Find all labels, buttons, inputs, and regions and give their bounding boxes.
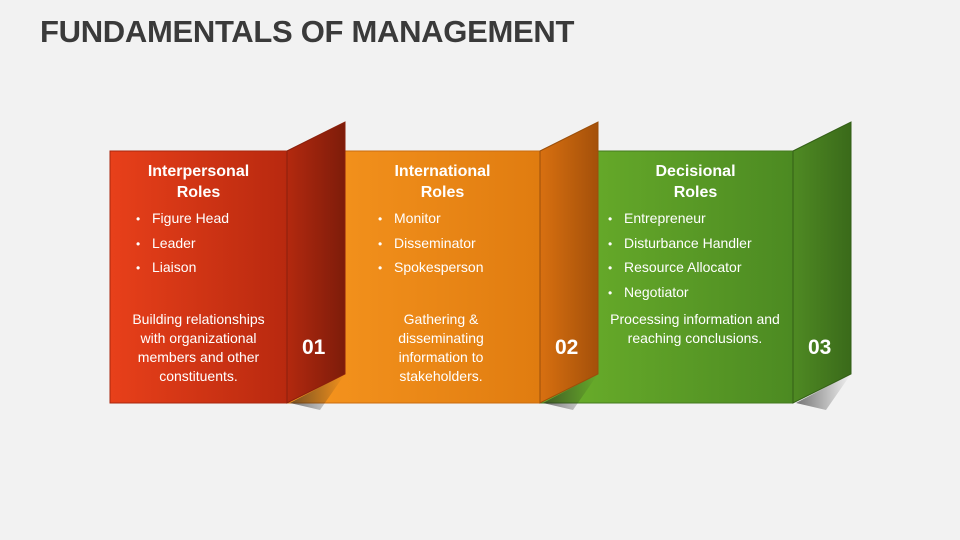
list-item: Monitor [378,207,540,232]
fold-3-shadow [796,374,851,410]
heading-line: International [394,163,491,180]
role-list: Entrepreneur Disturbance Handler Resourc… [608,207,793,305]
list-item: Disseminator [378,232,540,257]
list-item: Disturbance Handler [608,232,793,257]
step-number: 02 [555,336,579,359]
panel-description: Gathering & disseminating information to… [398,311,484,384]
role-list: Monitor Disseminator Spokesperson [378,207,540,281]
fold-1-shadow [290,374,345,410]
step-number: 03 [808,336,832,359]
fold-3 [792,121,852,404]
list-item: Figure Head [136,207,287,232]
list-item: Entrepreneur [608,207,793,232]
list-item: Leader [136,232,287,257]
heading-line: Roles [420,184,465,201]
heading-line: Decisional [655,163,736,180]
list-item: Liaison [136,256,287,281]
fold-2-shadow [543,374,598,410]
role-list: Figure Head Leader Liaison [136,207,287,281]
fold-2 [539,121,599,404]
list-item: Spokesperson [378,256,540,281]
list-item: Negotiator [608,281,793,306]
panel-description: Building relationships with organization… [132,311,265,384]
step-number: 01 [302,336,326,359]
panel-description: Processing information and reaching conc… [610,311,780,346]
list-item: Resource Allocator [608,256,793,281]
heading-line: Roles [176,184,221,201]
fold-1 [286,121,346,404]
heading-line: Interpersonal [147,163,250,180]
slide-title: FUNDAMENTALS OF MANAGEMENT [40,14,575,49]
heading-line: Roles [673,184,718,201]
